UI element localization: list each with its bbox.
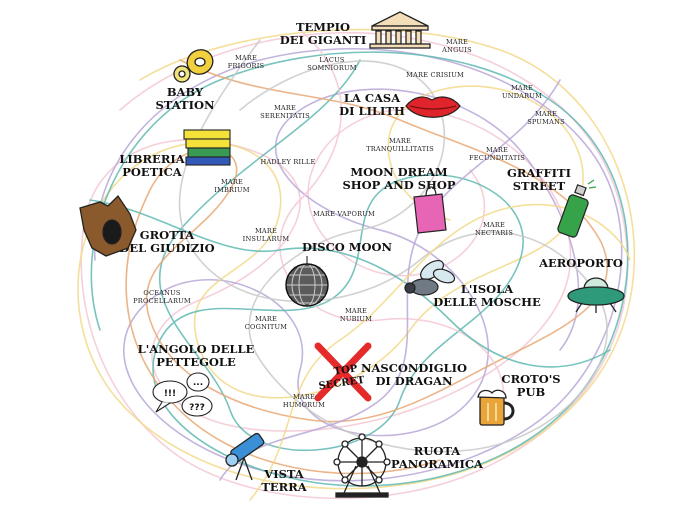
lips-icon	[405, 96, 461, 118]
mare-label-vaporum: MARE VAPORUM	[313, 210, 375, 218]
place-label-aeroporto: AEROPORTO	[538, 256, 623, 270]
top-secret-stamp-line1: TOP	[333, 363, 358, 377]
gossip-bubble-3: ???	[189, 403, 205, 413]
mare-label-hadley: HADLEY RILLE	[261, 158, 316, 166]
spray-can-icon	[557, 179, 597, 238]
temple-icon	[369, 11, 431, 49]
fly-icon	[404, 259, 456, 296]
place-label-disco: DISCO MOON	[302, 240, 393, 254]
speech-bubbles-icon: !!! ... ???	[152, 372, 213, 417]
books-icon	[183, 129, 231, 166]
cave-icon	[79, 194, 137, 257]
route-line-purple	[93, 47, 623, 482]
shopping-bag-icon	[413, 186, 447, 234]
ferris-wheel-icon	[333, 433, 391, 498]
gossip-bubble-1: !!!	[164, 389, 176, 399]
top-secret-icon: TOP SECRET	[314, 342, 372, 402]
mare-label-crisium: MARE CRISIUM	[406, 71, 464, 79]
route-line-teal	[90, 51, 629, 487]
beer-mug-icon	[477, 389, 515, 426]
pacifier-icon	[173, 49, 214, 83]
telescope-icon	[225, 432, 265, 481]
gossip-bubble-2: ...	[193, 378, 203, 388]
disco-ball-icon	[285, 256, 329, 307]
ufo-icon	[567, 277, 625, 313]
route-line-grey	[178, 39, 608, 453]
